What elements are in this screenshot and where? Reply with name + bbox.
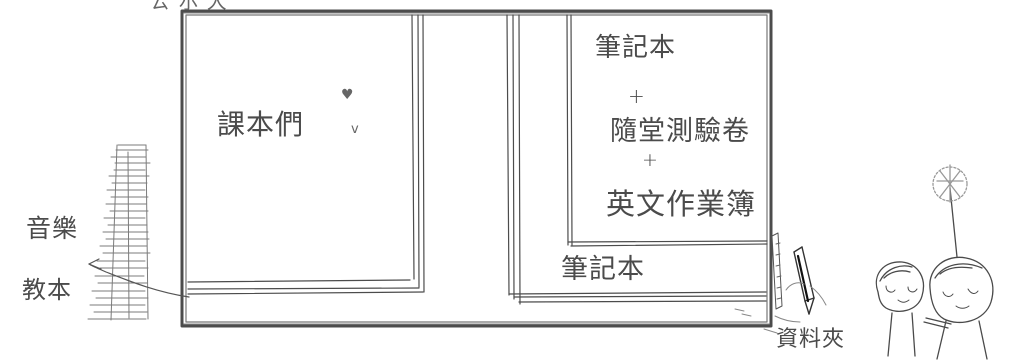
music-book-arrow <box>88 258 190 298</box>
heart-icon: ♥ <box>341 87 355 103</box>
english-homework-label: 英文作業簿 <box>606 187 757 221</box>
folder-scribble <box>734 282 827 334</box>
children-with-dandelion-icon <box>875 164 994 360</box>
music-label: 音樂 <box>26 214 79 243</box>
notebook-bottom-label: 筆記本 <box>561 254 645 285</box>
right-inner-lines <box>506 14 767 305</box>
sketch-title: ㄊ 尔 大 <box>150 0 228 13</box>
left-inner-lines <box>187 14 425 295</box>
plus-sign-top: + <box>628 84 646 108</box>
right-top-inner-box <box>566 14 768 247</box>
pen-icon <box>771 232 815 315</box>
textbooks-label: 課本們 <box>217 108 305 141</box>
notebook-top-label: 筆記本 <box>595 33 677 63</box>
music-book-label: 教本 <box>22 276 72 304</box>
stacked-books-icon <box>87 144 151 321</box>
quiz-paper-label: 隨堂測驗卷 <box>610 116 750 147</box>
cabinet-frame <box>180 9 773 328</box>
folder-label: 資料夾 <box>776 327 846 352</box>
small-v-mark: v <box>351 122 360 137</box>
plus-sign-bottom: + <box>642 149 659 171</box>
